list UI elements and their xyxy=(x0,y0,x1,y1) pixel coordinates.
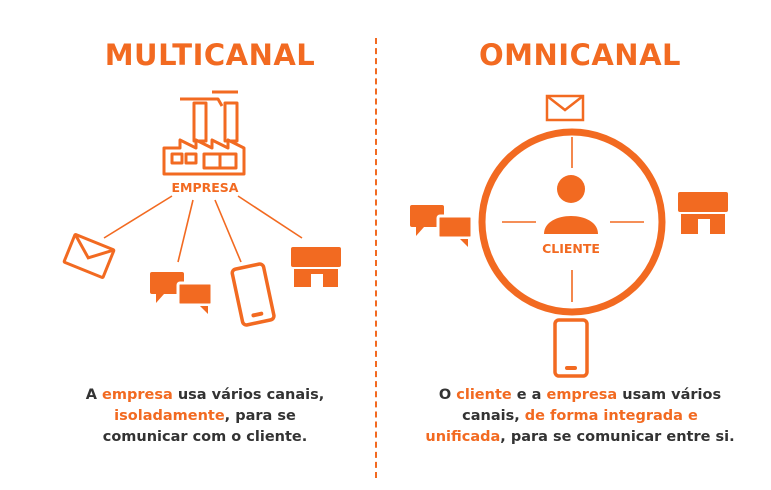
integration-circle xyxy=(478,128,666,316)
store-icon xyxy=(678,192,728,234)
person-icon xyxy=(544,175,598,234)
desc-highlight: isoladamente xyxy=(114,408,225,424)
empresa-label: EMPRESA xyxy=(172,180,239,195)
cliente-label: CLIENTE xyxy=(542,241,600,256)
omnicanal-connectors xyxy=(502,137,644,302)
factory-icon xyxy=(162,90,246,176)
desc-highlight: unificada xyxy=(425,429,501,445)
omnicanal-diagram: CLIENTE xyxy=(410,94,728,378)
desc-text: , para se comunicar entre si. xyxy=(500,429,735,445)
multicanal-connectors xyxy=(103,195,303,263)
smartphone-icon xyxy=(230,262,276,327)
omnicanal-title: OMNICANAL xyxy=(479,38,681,72)
desc-text: A xyxy=(85,387,103,403)
envelope-icon xyxy=(545,94,585,122)
chat-bubbles-icon xyxy=(150,272,214,314)
desc-highlight: cliente xyxy=(456,387,512,403)
multicanal-title: MULTICANAL xyxy=(104,38,316,72)
desc-text: usa vários canais, xyxy=(172,387,325,403)
omnicanal-description: O cliente e a empresa usam vários canais… xyxy=(395,385,765,448)
desc-text: , para se xyxy=(224,408,296,424)
store-icon xyxy=(291,247,341,287)
smartphone-icon xyxy=(553,318,589,378)
desc-text: e a xyxy=(511,387,547,403)
envelope-icon xyxy=(62,233,116,279)
desc-highlight: empresa xyxy=(102,387,173,403)
desc-highlight: de forma integrada e xyxy=(524,408,698,424)
dashed-divider xyxy=(375,38,377,478)
multicanal-description: A empresa usa vários canais, isoladament… xyxy=(40,385,370,448)
desc-highlight: empresa xyxy=(546,387,618,403)
chat-bubbles-icon xyxy=(410,205,474,247)
multicanal-diagram: EMPRESA xyxy=(62,90,341,327)
desc-text: usam vários xyxy=(617,387,722,403)
desc-text: comunicar com o cliente. xyxy=(102,429,308,445)
desc-text: canais, xyxy=(462,408,525,424)
desc-text: O xyxy=(438,387,457,403)
